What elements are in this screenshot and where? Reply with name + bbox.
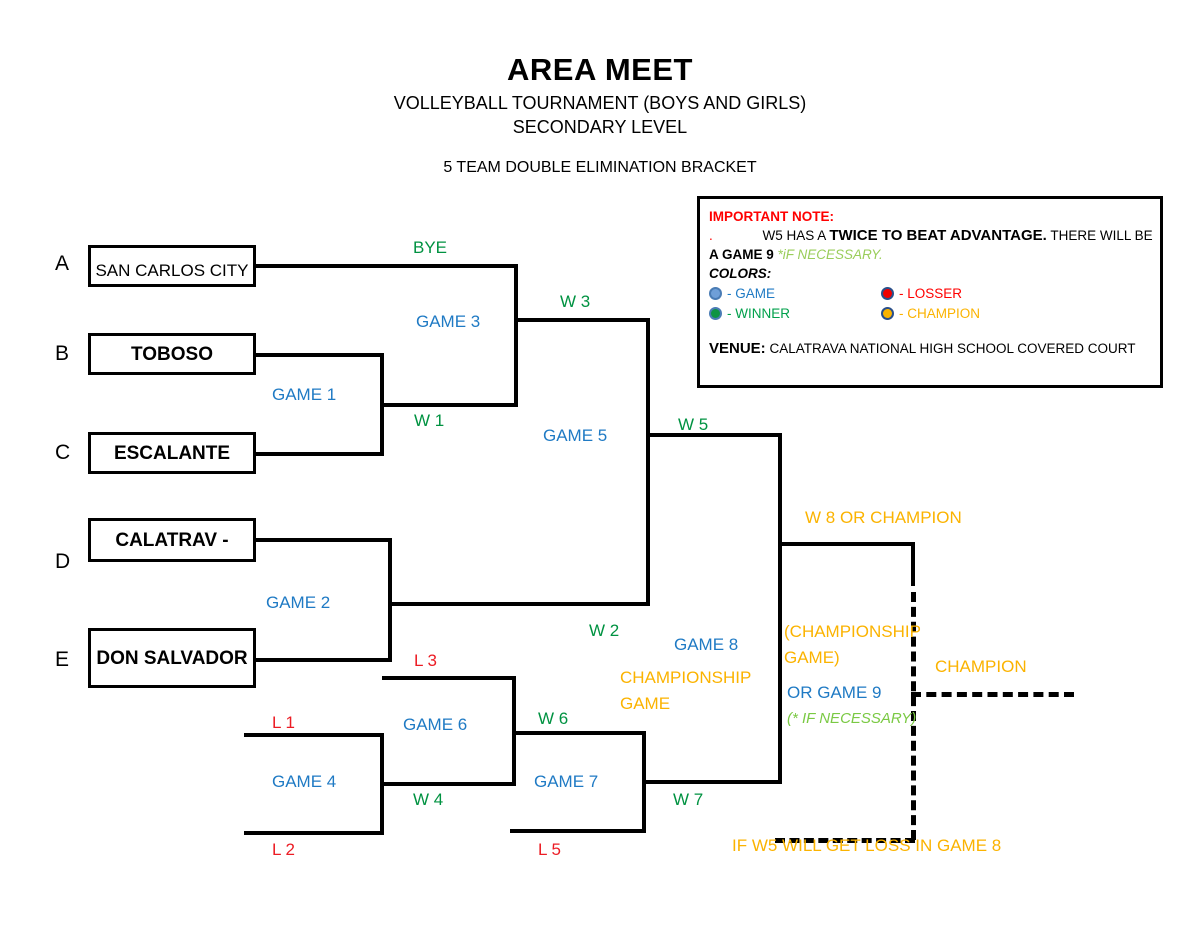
label-game6: GAME 6 bbox=[403, 715, 468, 734]
line-l5-to-game7 bbox=[510, 829, 646, 833]
line-l3-to-game6 bbox=[382, 676, 516, 680]
spine-game5 bbox=[646, 318, 650, 606]
team-box-a[interactable]: SAN CARLOS CITY bbox=[88, 245, 256, 287]
line-game8-corner-down bbox=[911, 542, 915, 586]
note-line-1-pre: W5 HAS A bbox=[762, 228, 830, 243]
label-l5: L 5 bbox=[538, 840, 562, 859]
winner-color-dot-icon bbox=[709, 307, 722, 320]
venue-line: VENUE: CALATRAVA NATIONAL HIGH SCHOOL CO… bbox=[709, 339, 1151, 358]
label-w1: W 1 bbox=[414, 411, 445, 430]
seed-letter-c: C bbox=[55, 441, 71, 464]
label-if-w5-loss: IF W5 WILL GET LOSS IN GAME 8 bbox=[732, 836, 1002, 855]
seed-letter-d: D bbox=[55, 550, 71, 573]
spine-game8 bbox=[778, 433, 782, 784]
label-game8-championship: CHAMPIONSHIP GAME bbox=[620, 668, 751, 713]
legend-item-winner: - WINNER bbox=[709, 304, 881, 323]
team-name-b: TOBOSO bbox=[131, 343, 213, 365]
note-line-1: . W5 HAS A TWICE TO BEAT ADVANTAGE. THER… bbox=[709, 227, 1153, 244]
game-color-dot-icon bbox=[709, 287, 722, 300]
venue-value: CALATRAVA NATIONAL HIGH SCHOOL COVERED C… bbox=[765, 341, 1136, 356]
legend-label-winner: - WINNER bbox=[727, 306, 790, 321]
line-a-to-game3 bbox=[256, 264, 518, 268]
dashed-line-if-w5-loss bbox=[775, 838, 915, 843]
label-championship-game-paren: (CHAMPIONSHIP GAME) bbox=[784, 622, 921, 667]
dashed-spine-game9 bbox=[911, 592, 916, 840]
seed-letter-a: A bbox=[55, 252, 70, 275]
legend-label-losser: - LOSSER bbox=[899, 286, 963, 301]
note-colors-heading: COLORS: bbox=[709, 266, 772, 281]
line-c-to-game1 bbox=[256, 452, 384, 456]
team-name-c: ESCALANTE bbox=[113, 442, 231, 464]
page-title: AREA MEET bbox=[507, 52, 693, 87]
legend-label-game: - GAME bbox=[727, 286, 776, 301]
line-game7-winner-out bbox=[642, 780, 782, 784]
note-line-2-green: *iF NECESSARY. bbox=[777, 247, 883, 262]
label-w7: W 7 bbox=[673, 790, 704, 809]
label-or-game9: OR GAME 9 bbox=[787, 683, 882, 702]
line-game4-winner-out bbox=[380, 782, 516, 786]
note-line-1-bold: TWICE TO BEAT ADVANTAGE. bbox=[829, 227, 1047, 244]
losser-color-dot-icon bbox=[881, 287, 894, 300]
important-note-box: IMPORTANT NOTE: . W5 HAS A TWICE TO BEAT… bbox=[697, 196, 1163, 388]
line-game1-winner-out bbox=[380, 403, 518, 407]
team-box-c[interactable]: ESCALANTE bbox=[88, 432, 256, 474]
line-e-to-game2 bbox=[256, 658, 392, 662]
label-w2: W 2 bbox=[589, 621, 620, 640]
line-game2-winner-out bbox=[388, 602, 650, 606]
line-game5-winner-out bbox=[646, 433, 782, 437]
seed-letter-e: E bbox=[55, 648, 70, 671]
team-box-d[interactable]: CALATRAV - bbox=[88, 518, 256, 562]
label-l2: L 2 bbox=[272, 840, 296, 859]
label-game8: GAME 8 bbox=[674, 635, 739, 654]
line-game3-winner-out bbox=[514, 318, 650, 322]
bracket-type-label: 5 TEAM DOUBLE ELIMINATION BRACKET bbox=[443, 159, 757, 176]
page-subtitle-2: SECONDARY LEVEL bbox=[512, 117, 688, 137]
label-game5: GAME 5 bbox=[543, 426, 608, 445]
legend-item-game: - GAME bbox=[709, 284, 881, 303]
label-w5: W 5 bbox=[678, 415, 709, 434]
note-line-2-pre: A GAME 9 bbox=[709, 247, 778, 262]
team-name-d: CALATRAV - bbox=[115, 529, 229, 551]
label-game2: GAME 2 bbox=[266, 593, 331, 612]
team-name-e: DON SALVADOR bbox=[96, 647, 248, 669]
note-heading: IMPORTANT NOTE: bbox=[709, 209, 834, 224]
venue-label: VENUE: bbox=[709, 340, 766, 357]
legend-row-1: - GAME - LOSSER bbox=[709, 284, 1151, 303]
spine-game2 bbox=[388, 538, 392, 662]
label-game1: GAME 1 bbox=[272, 385, 337, 404]
team-box-e[interactable]: DON SALVADOR bbox=[88, 628, 256, 688]
note-line-2: A GAME 9 *iF NECESSARY. bbox=[709, 245, 1151, 264]
legend-row-2: - WINNER - CHAMPION bbox=[709, 304, 1151, 323]
label-w6: W 6 bbox=[538, 709, 569, 728]
seed-letter-b: B bbox=[55, 342, 70, 365]
line-d-to-game2 bbox=[256, 538, 392, 542]
note-line-1-post: THERE WILL BE bbox=[1046, 228, 1153, 243]
legend-item-champion: - CHAMPION bbox=[881, 304, 1053, 323]
spine-game3 bbox=[514, 264, 518, 407]
line-l1-to-game4 bbox=[244, 733, 384, 737]
label-game4: GAME 4 bbox=[272, 772, 337, 791]
label-w4: W 4 bbox=[413, 790, 444, 809]
legend-item-losser: - LOSSER bbox=[881, 284, 1053, 303]
line-game8-winner-out bbox=[778, 542, 915, 546]
label-w8-or-champion: W 8 OR CHAMPION bbox=[805, 508, 962, 527]
legend-label-champion: - CHAMPION bbox=[899, 306, 980, 321]
label-if-necessary: (* IF NECESSARY) bbox=[787, 710, 917, 727]
label-game7: GAME 7 bbox=[534, 772, 599, 791]
label-bye: BYE bbox=[413, 238, 448, 257]
label-w3: W 3 bbox=[560, 292, 591, 311]
line-b-to-game1 bbox=[256, 353, 384, 357]
champion-color-dot-icon bbox=[881, 307, 894, 320]
line-l2-to-game4 bbox=[244, 831, 384, 835]
label-champion: CHAMPION bbox=[935, 657, 1027, 676]
label-game3: GAME 3 bbox=[416, 312, 481, 331]
line-game6-winner-out bbox=[512, 731, 646, 735]
team-name-a: SAN CARLOS CITY bbox=[95, 260, 249, 280]
label-l1: L 1 bbox=[272, 713, 296, 732]
page-subtitle-1: VOLLEYBALL TOURNAMENT (BOYS AND GIRLS) bbox=[393, 93, 807, 113]
dashed-line-champion-out bbox=[911, 692, 1074, 697]
team-box-b[interactable]: TOBOSO bbox=[88, 333, 256, 375]
label-l3: L 3 bbox=[414, 651, 438, 670]
